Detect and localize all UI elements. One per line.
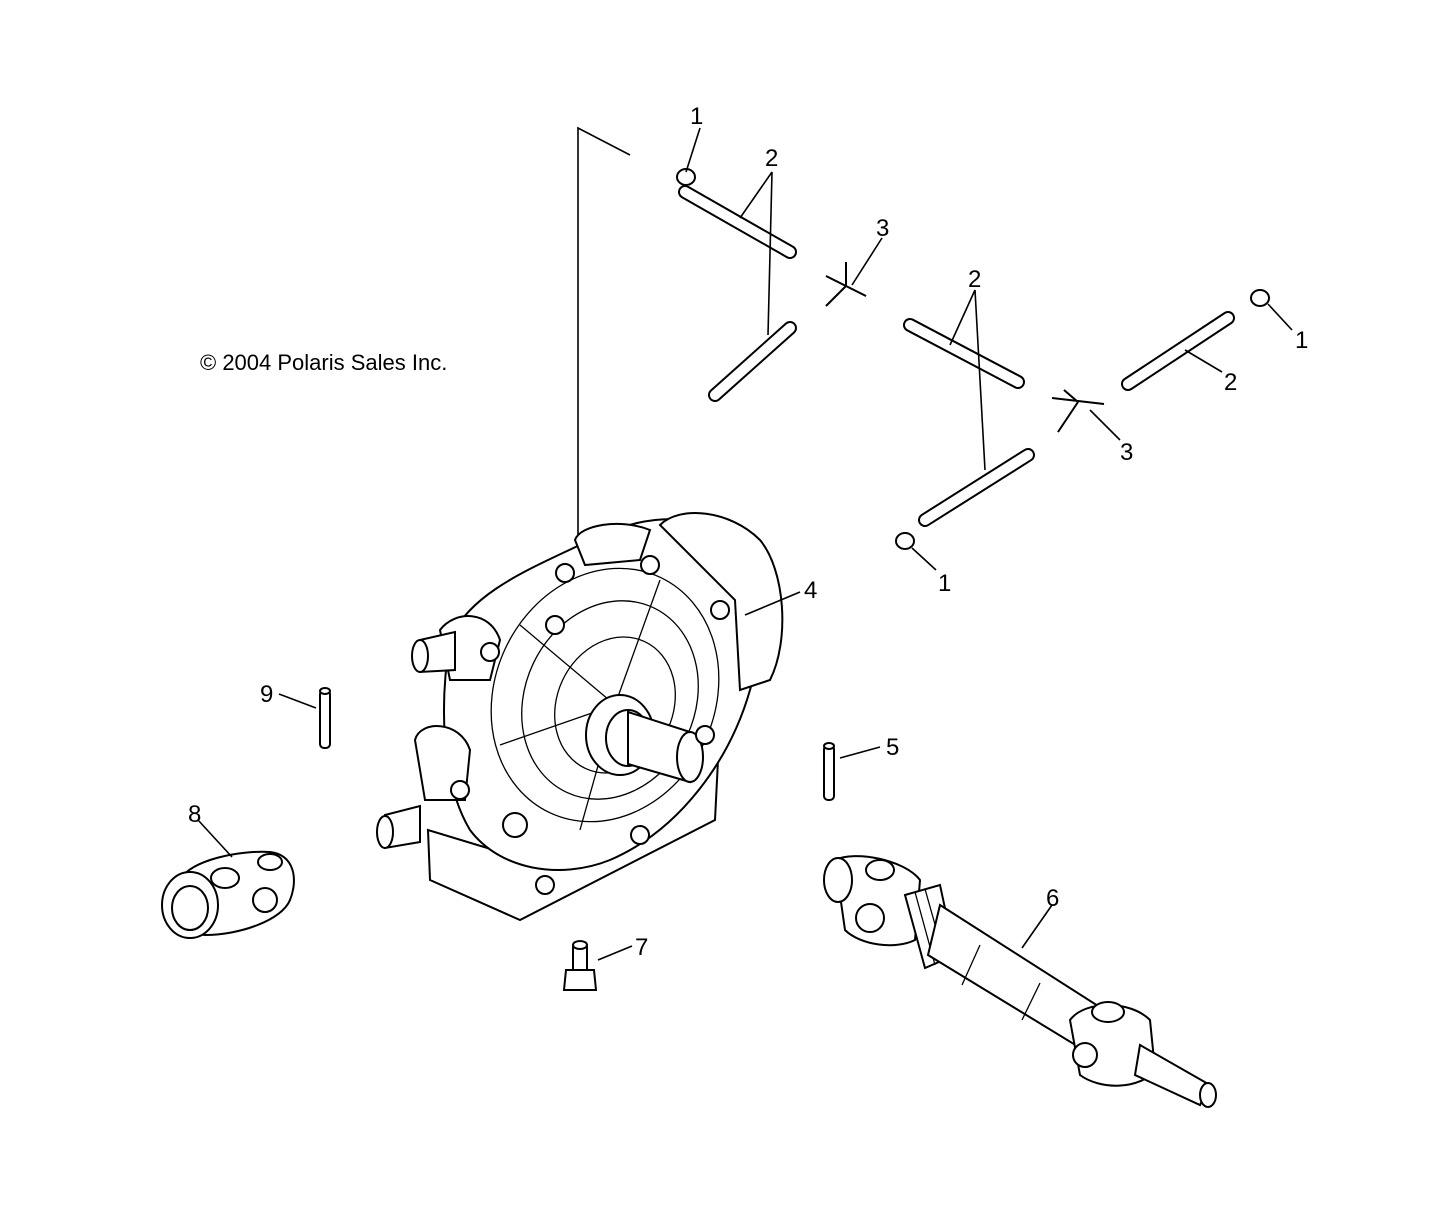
part-pin-5 xyxy=(823,742,881,801)
callout-8: 8 xyxy=(188,801,201,828)
callout-3-top: 3 xyxy=(876,215,889,242)
part-u-joint-yoke xyxy=(161,819,295,939)
part-tube-mid xyxy=(903,318,1025,389)
callout-labels: 1 2 3 2 1 2 3 1 4 9 5 8 6 7 xyxy=(188,103,1308,961)
copyright-text: © 2004 Polaris Sales Inc. xyxy=(200,350,447,375)
part-tube-upper-left xyxy=(678,185,797,259)
part-plug-3 xyxy=(895,532,937,571)
part-pin-9 xyxy=(278,687,331,749)
part-plug-1 xyxy=(676,127,701,186)
callout-6: 6 xyxy=(1046,885,1059,912)
callout-1-lower: 1 xyxy=(938,570,951,597)
part-tee-fitting-2 xyxy=(1051,389,1121,441)
callout-9: 9 xyxy=(260,681,273,708)
callout-1-top: 1 xyxy=(690,103,703,130)
callout-2-mid: 2 xyxy=(968,266,981,293)
part-plug-2 xyxy=(1250,289,1293,331)
part-tube-lower-left xyxy=(708,321,797,402)
part-tube-right xyxy=(1121,311,1235,391)
callout-5: 5 xyxy=(886,734,899,761)
callout-3-right: 3 xyxy=(1120,439,1133,466)
part-bolt-7 xyxy=(562,940,633,991)
part-tee-fitting-1 xyxy=(825,237,883,307)
part-gearcase xyxy=(376,512,801,922)
callout-2-top: 2 xyxy=(765,145,778,172)
part-drive-shaft xyxy=(823,855,1217,1108)
callout-7: 7 xyxy=(635,934,648,961)
callout-2-right: 2 xyxy=(1224,369,1237,396)
part-tube-lower-mid xyxy=(918,448,1035,527)
leader-lines-part-2 xyxy=(739,171,1223,471)
assembly-reference-line xyxy=(577,126,631,540)
callout-1-right: 1 xyxy=(1295,327,1308,354)
callout-4: 4 xyxy=(804,577,817,604)
